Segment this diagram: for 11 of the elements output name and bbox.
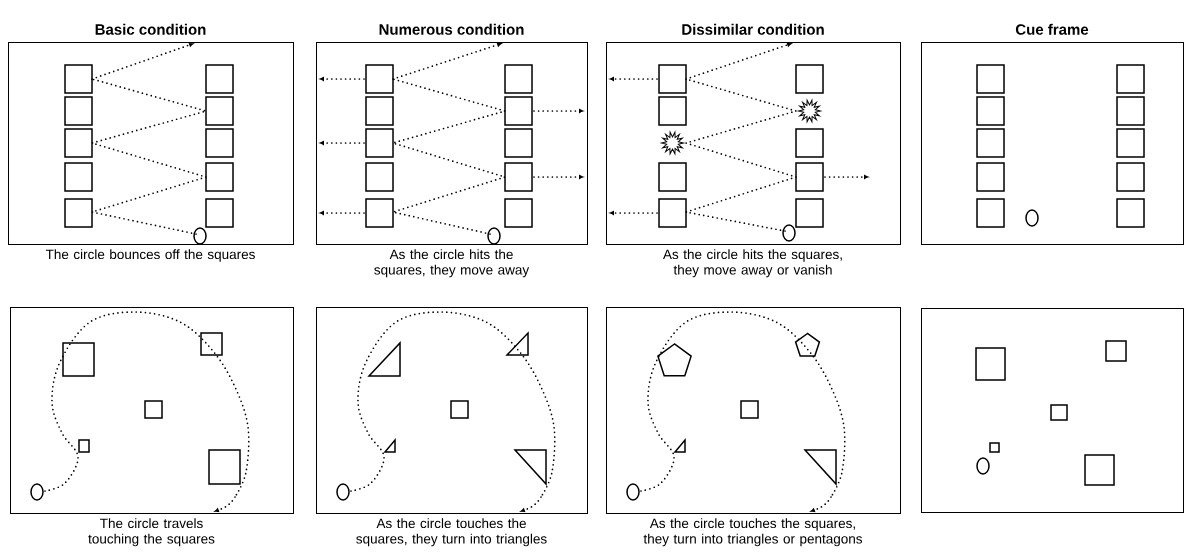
column-heading: Basic condition bbox=[95, 23, 206, 35]
node-label: The circle travels touching the squares bbox=[88, 518, 215, 547]
node-label: As the circle touches the squares, they turn into triangles bbox=[356, 518, 547, 547]
column-heading: Dissimilar condition bbox=[682, 23, 824, 35]
node-label: As the circle touches the squares, they turn into triangles or pentagons bbox=[643, 518, 863, 547]
node-label: As the circle hits the squares, they move away bbox=[374, 249, 530, 278]
panel-frame bbox=[921, 308, 1184, 513]
column-heading: Cue frame bbox=[1015, 23, 1089, 35]
node-label: As the circle hits the squares, they move away or vanish bbox=[663, 249, 842, 278]
column-heading: Numerous condition bbox=[379, 23, 524, 35]
node-label: The circle bounces off the squares bbox=[45, 249, 255, 262]
